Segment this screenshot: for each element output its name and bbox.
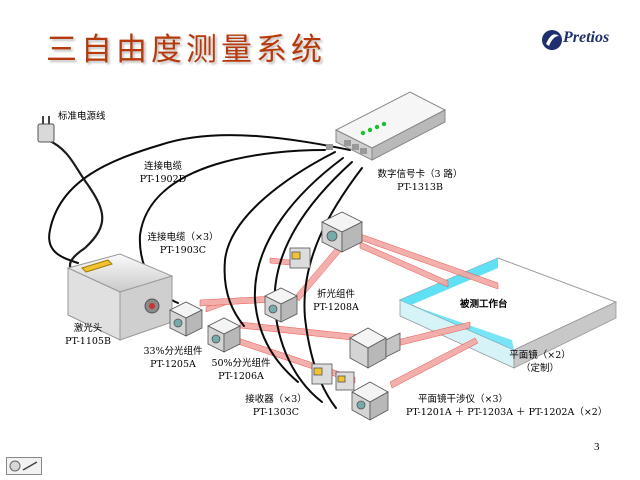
label-cable-1903c-name: 连接电缆（×3） <box>147 232 219 243</box>
label-cable-1902d: 连接电缆 PT-1902D <box>128 160 198 186</box>
label-bender: 折光组件 PT-1208A <box>306 288 366 314</box>
label-interferometer-model: PT-1201A ＋ PT-1203A ＋ PT-1202A（×2） <box>406 407 608 418</box>
label-receiver: 接收器（×3） PT-1303C <box>236 393 316 419</box>
label-laser-head-name: 激光头 <box>73 323 103 334</box>
label-laser-head-model: PT-1105B <box>65 336 111 347</box>
label-power-cord: 标准电源线 <box>58 111 106 122</box>
label-signal-card-name: 数字信号卡（3 路） <box>377 169 463 180</box>
label-receiver-model: PT-1303C <box>252 407 300 418</box>
label-plane-mirror-note: （定制） <box>520 363 559 374</box>
label-plane-mirror: 平面镜（×2） （定制） <box>500 349 580 375</box>
bender-cube <box>264 287 298 323</box>
pretios-logo: Pretios <box>541 28 637 52</box>
receiver-2 <box>311 363 333 385</box>
interferometer-middle <box>349 327 401 369</box>
label-signal-card-model: PT-1313B <box>397 182 443 193</box>
power-cord <box>37 116 104 273</box>
signal-card-device <box>326 91 447 161</box>
label-splitter-33-name: 33%分光组件 <box>143 346 203 357</box>
label-bender-name: 折光组件 <box>316 289 355 300</box>
label-splitter-33: 33%分光组件 PT-1205A <box>136 345 210 371</box>
power-plug-icon <box>37 123 55 143</box>
presentation-icon[interactable] <box>6 457 42 475</box>
interferometer-bottom <box>351 381 389 421</box>
page-number: 3 <box>594 441 600 453</box>
receiver-3 <box>335 371 355 391</box>
splitter-50-cube <box>207 317 241 353</box>
laser-beams <box>164 231 499 389</box>
label-splitter-50: 50%分光组件 PT-1206A <box>204 357 278 383</box>
label-receiver-name: 接收器（×3） <box>245 394 307 405</box>
receiver-1 <box>289 247 311 269</box>
label-cable-1903c: 连接电缆（×3） PT-1903C <box>138 231 228 257</box>
pretios-logo-icon <box>542 30 562 50</box>
label-workbench: 被测工作台 <box>460 299 508 310</box>
label-interferometer: 平面镜干涉仪（×3） PT-1201A ＋ PT-1203A ＋ PT-1202… <box>406 393 607 419</box>
label-cable-1902d-model: PT-1902D <box>139 174 187 185</box>
label-signal-card: 数字信号卡（3 路） PT-1313B <box>370 168 470 194</box>
interferometer-top <box>321 211 363 253</box>
laser-head-device <box>66 253 174 341</box>
label-splitter-50-name: 50%分光组件 <box>211 358 271 369</box>
label-bender-model: PT-1208A <box>313 302 359 313</box>
label-interferometer-name: 平面镜干涉仪（×3） <box>418 394 509 405</box>
label-cable-1903c-model: PT-1903C <box>159 245 207 256</box>
optical-components <box>169 211 401 421</box>
slide-title: 三自由度测量系统 <box>46 32 326 68</box>
label-plane-mirror-name: 平面镜（×2） <box>509 350 571 361</box>
label-cable-1902d-name: 连接电缆 <box>143 161 182 172</box>
label-splitter-50-model: PT-1206A <box>218 371 264 382</box>
label-splitter-33-model: PT-1205A <box>150 359 196 370</box>
logo-text: Pretios <box>563 29 610 46</box>
label-laser-head: 激光头 PT-1105B <box>58 322 118 348</box>
splitter-33-cube <box>169 301 203 337</box>
